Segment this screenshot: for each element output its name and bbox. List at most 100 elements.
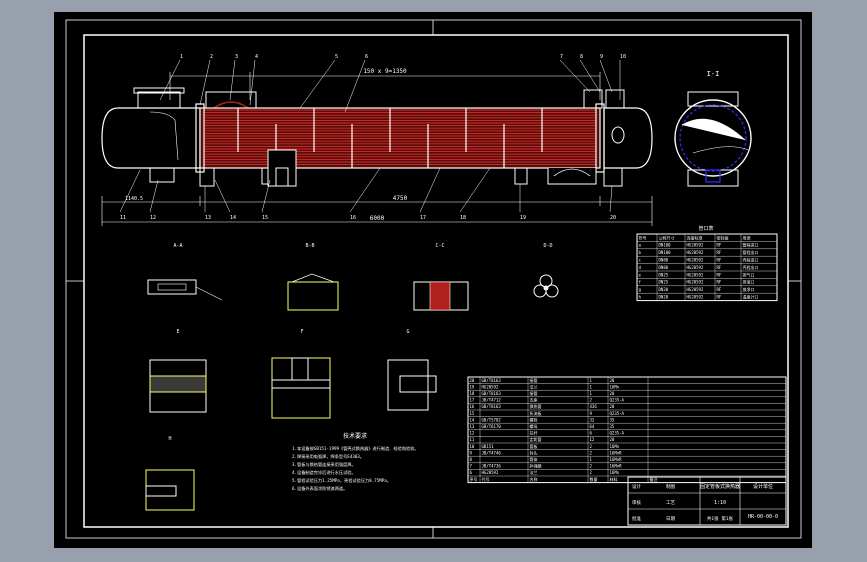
nozzle-table-cell: HG20592 [687,280,704,285]
parts-list-cell: 20 [470,378,475,383]
exchanger-front-view[interactable]: 150 x 9=1350 [101,54,653,226]
leader-line [249,59,256,106]
parts-list-cell: GB/T8163 [482,378,502,383]
leader-tag: 14 [230,215,236,221]
detail-title-f: F [300,329,303,335]
detail-views[interactable]: A-A B-B C-C D-D E F G H [145,243,559,511]
nozzle-table-cell: RF [717,250,722,255]
centre-marks [66,20,801,538]
nozzle-h[interactable] [605,89,625,109]
leader-line [119,169,141,213]
leader-line [344,59,366,113]
nozzle-table-cell: d [639,265,642,270]
nozzle-table-header: 用途 [743,234,751,240]
parts-list-header: 名称 [530,476,538,482]
parts-list-cell: 换热管 [530,403,542,409]
parts-list-cell: 20 [610,404,615,409]
parts-list-cell: 1 [590,384,593,389]
parts-list-cell: 14 [470,417,475,422]
detail-g-pin [399,375,437,393]
nozzle-table-cell: DN20 [659,287,669,292]
left-head-inner [149,111,179,161]
nozzle-table-header: 密封面 [717,234,729,240]
detail-g-body[interactable] [387,359,429,411]
title-block[interactable]: 固定管板式换热器 设计单位 1:10 共1张 第1张 HR-00-00-0 设计… [627,476,787,526]
detail-c-hatch [429,281,451,311]
notes-body: 1.本设备按GB151-1999《管壳式换热器》进行制造、检验和验收。2.焊接采… [292,445,419,492]
parts-list-header: 数量 [590,476,598,482]
parts-list-cell: 16Mn [610,444,620,449]
parts-list-cell: GB/T5782 [482,417,502,422]
leader-tag: 13 [205,215,211,221]
detail-f-flange [271,379,331,389]
nozzle-f[interactable] [149,167,175,183]
leader-line [609,185,613,213]
note-line: 1.本设备按GB151-1999《管壳式换热器》进行制造、检验和验收。 [292,445,419,452]
leader-line [559,59,591,93]
title-signature-fields: 设计制图审核工艺批准日期 [632,483,675,522]
parts-list-header: 序号 [470,476,478,482]
nozzle-table-cell: RF [717,272,722,277]
parts-list-header: 材料 [610,476,618,482]
detail-title-c: C-C [435,243,444,249]
nozzle-d[interactable] [547,168,597,185]
parts-list-cell: 封头 [530,449,538,455]
parts-list-cell: 法兰 [530,469,538,475]
leader-line [459,167,491,213]
nozzle-table-cell: DN25 [659,280,669,285]
detail-title-d: D-D [543,243,552,249]
nozzle-a[interactable] [137,91,181,109]
leader-line [261,179,271,213]
support-saddle-mid[interactable] [514,167,528,185]
nozzle-table-header: 连接标准 [687,234,703,240]
parts-list-cell: 16MnR [610,464,623,469]
title-sheet: 共1张 第1张 [707,515,734,522]
support-saddle-right[interactable] [603,167,623,187]
parts-list-cell: 2 [590,470,593,475]
detail-title-e: E [176,329,179,335]
detail-b-body[interactable] [287,281,339,311]
parts-list-cell: 9 [470,450,473,455]
parts-list-cell: 11 [470,437,475,442]
parts-list-cell: 6 [470,470,473,475]
parts-list-cell: 补强圈 [530,463,542,469]
leader-tag: 15 [262,215,268,221]
nozzle-e[interactable] [583,89,603,109]
nozzle-table-cell: DN80 [659,258,669,263]
parts-list-cell: GB/T6170 [482,424,502,429]
parts-list-cell: 12 [590,437,595,442]
detail-d-tube-pattern[interactable] [533,274,559,298]
nozzle-table-cell: DN100 [659,250,672,255]
nozzle-table-cell: 放净口 [743,286,755,292]
nozzle-table-cell: RF [717,280,722,285]
parts-list-cell: 16Mn [610,470,620,475]
parts-list-cell: 拉杆 [530,430,538,436]
dim-left-offset: 1140.5 [125,196,143,202]
parts-list-cell: 15 [470,411,475,416]
nozzle-table-cell: DN100 [659,243,672,248]
section-view-i-i[interactable]: I-I [674,70,752,187]
note-line: 3.管板与换热管连接采用强度焊。 [292,461,356,468]
leader-tag: 3 [235,54,238,60]
nozzle-table-cell: HG20592 [687,272,704,277]
nozzle-table-frame [636,233,778,302]
note-line: 2.焊接采用电弧焊，焊条型号E4303。 [292,453,364,460]
detail-title-b: B-B [305,243,314,249]
parts-list-cell: 2 [590,450,593,455]
leader-tag: 16 [350,215,356,221]
detail-e-tube [149,375,207,393]
nozzle-table-title: 管口表 [698,225,713,232]
detail-b-weld [291,273,335,283]
parts-list-cell: 2 [590,464,593,469]
parts-list-cell: 18 [470,391,475,396]
support-saddle-left[interactable] [261,167,269,185]
note-line: 4.设备制造完毕后进行水压试验。 [292,469,356,476]
parts-list-cell: 20 [610,391,615,396]
nozzle-d-curve [553,168,591,177]
right-channel-head [603,107,653,169]
leader-tag: 11 [120,215,126,221]
parts-list-cell: 法兰 [530,383,538,389]
